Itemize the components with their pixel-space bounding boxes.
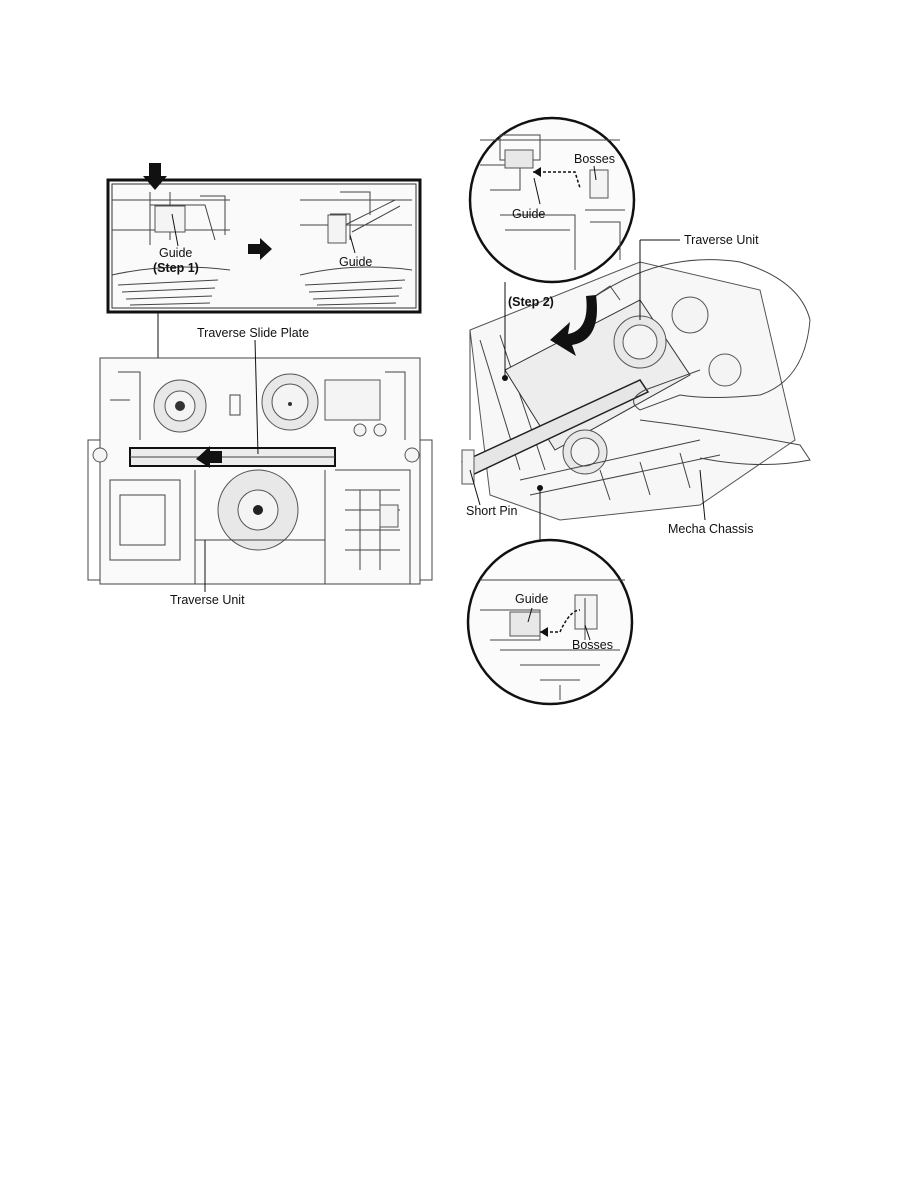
left-arrow-icon [196,446,222,468]
traverse-slide-plate-label: Traverse Slide Plate [197,326,310,340]
down-arrow-icon [143,163,167,190]
left-traverse-unit-label: Traverse Unit [170,593,245,607]
inset-guide-label-after: Guide [339,255,373,269]
step1-label: (Step 1) [153,261,199,275]
right-arrow-icon [248,238,272,260]
step1-inset [106,163,422,314]
bottom-inset-guide-label: Guide [515,592,549,606]
bottom-circle-inset [466,538,634,706]
top-inset-guide-label: Guide [512,207,546,221]
curved-arrow-icon [550,295,597,356]
mecha-assembly [460,259,811,521]
top-inset-bosses-label: Bosses [574,152,615,166]
mechanism-top-view [87,357,433,585]
inset-guide-label-before: Guide [159,246,193,260]
right-traverse-unit-label: Traverse Unit [684,233,759,247]
step2-label: (Step 2) [508,295,554,309]
top-circle-inset [468,116,636,284]
mecha-chassis-label: Mecha Chassis [668,522,754,536]
short-pin-label: Short Pin [466,504,518,518]
bottom-inset-bosses-label: Bosses [572,638,613,652]
